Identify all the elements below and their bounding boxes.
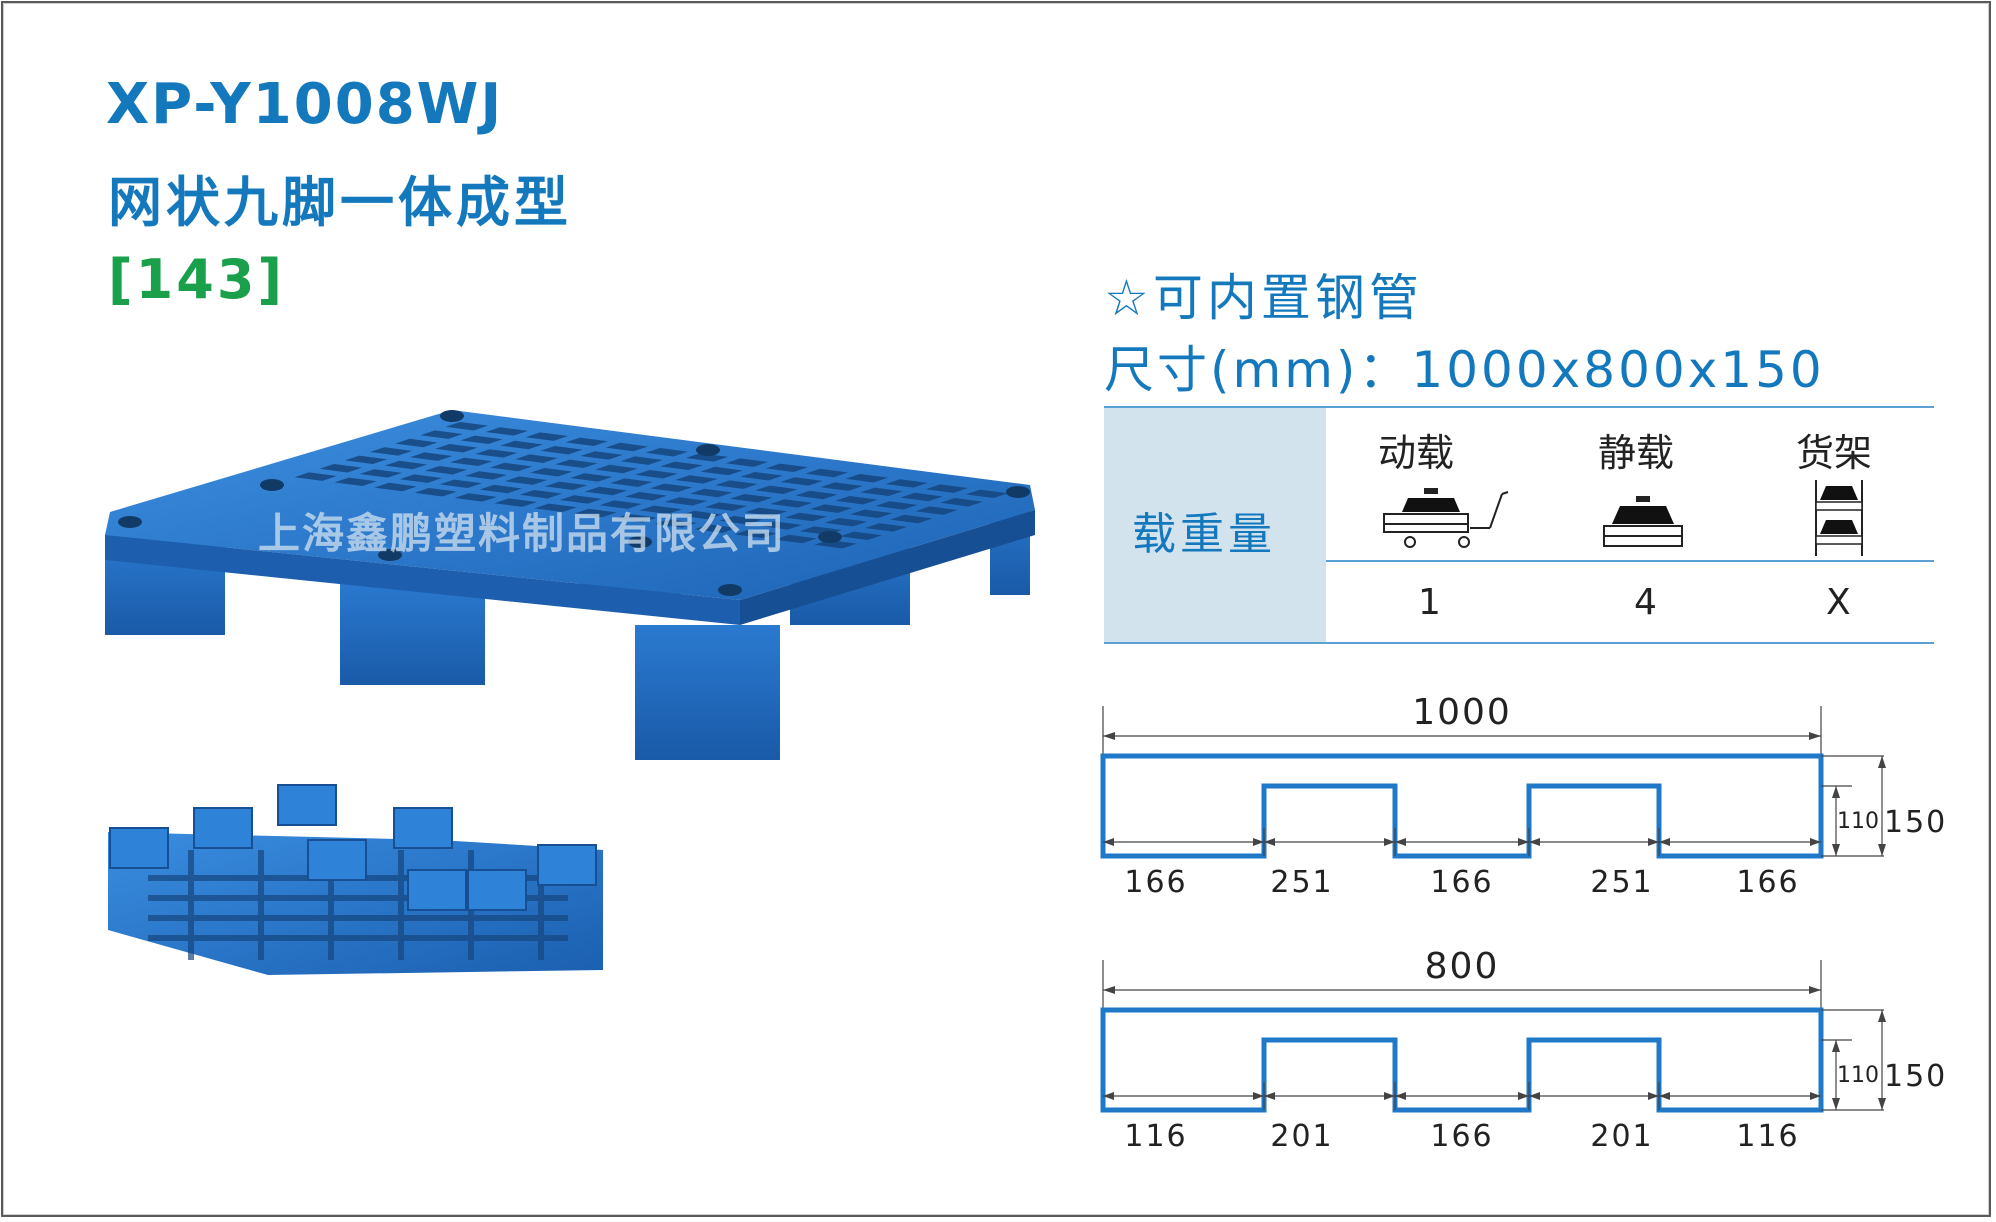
height-inner: 110 bbox=[1837, 1063, 1879, 1088]
load-row-label: 载重量 bbox=[1132, 509, 1276, 560]
dim-total-width: 800 bbox=[1425, 946, 1500, 987]
static-load-icon bbox=[1603, 496, 1683, 547]
product-model: XP-Y1008WJ bbox=[106, 72, 504, 137]
load-table: 载重量 动载 静载 货架 1 4 X bbox=[1104, 406, 1934, 644]
rack-load-icon bbox=[1815, 480, 1863, 556]
table-bottom-line bbox=[1104, 642, 1934, 644]
value-static-load: 4 bbox=[1634, 582, 1657, 623]
segment-1: 116 bbox=[1124, 1119, 1187, 1154]
pallet-top-image bbox=[105, 410, 1035, 760]
height-inner: 110 bbox=[1837, 809, 1879, 834]
height-total: 150 bbox=[1884, 805, 1947, 840]
dimension-diagram-length: 1000 166 251 166 251 166 110 150 bbox=[1100, 692, 1945, 900]
segment-4: 201 bbox=[1590, 1119, 1653, 1154]
pallet-bottom-image bbox=[108, 784, 603, 975]
segment-3: 166 bbox=[1430, 865, 1493, 900]
height-total: 150 bbox=[1884, 1059, 1947, 1094]
product-name: 网状九脚一体成型 bbox=[108, 171, 572, 234]
value-dynamic-load: 1 bbox=[1418, 582, 1441, 623]
table-mid-line bbox=[1326, 560, 1934, 562]
segment-2: 251 bbox=[1270, 865, 1333, 900]
segment-3: 166 bbox=[1430, 1119, 1493, 1154]
segment-4: 251 bbox=[1590, 865, 1653, 900]
dim-total-width: 1000 bbox=[1412, 692, 1512, 733]
dynamic-load-trolley-icon bbox=[1383, 488, 1509, 548]
company-watermark: 上海鑫鹏塑料制品有限公司 bbox=[258, 509, 787, 558]
segment-2: 201 bbox=[1270, 1119, 1333, 1154]
load-label-cell bbox=[1104, 406, 1326, 644]
dimension-diagram-width: 800 116 201 166 201 116 110 150 bbox=[1100, 946, 1945, 1154]
segment-5: 116 bbox=[1736, 1119, 1799, 1154]
size-text: 尺寸(mm)：1000x800x150 bbox=[1104, 341, 1825, 399]
segment-1: 166 bbox=[1124, 865, 1187, 900]
segment-5: 166 bbox=[1736, 865, 1799, 900]
product-code: [143] bbox=[108, 248, 286, 311]
header-static-load: 静载 bbox=[1598, 431, 1675, 475]
header-dynamic-load: 动载 bbox=[1378, 431, 1455, 475]
feature-text: ☆可内置钢管 bbox=[1104, 269, 1423, 327]
table-top-line bbox=[1104, 406, 1934, 408]
header-rack-load: 货架 bbox=[1796, 431, 1873, 475]
value-rack-load: X bbox=[1826, 582, 1851, 623]
